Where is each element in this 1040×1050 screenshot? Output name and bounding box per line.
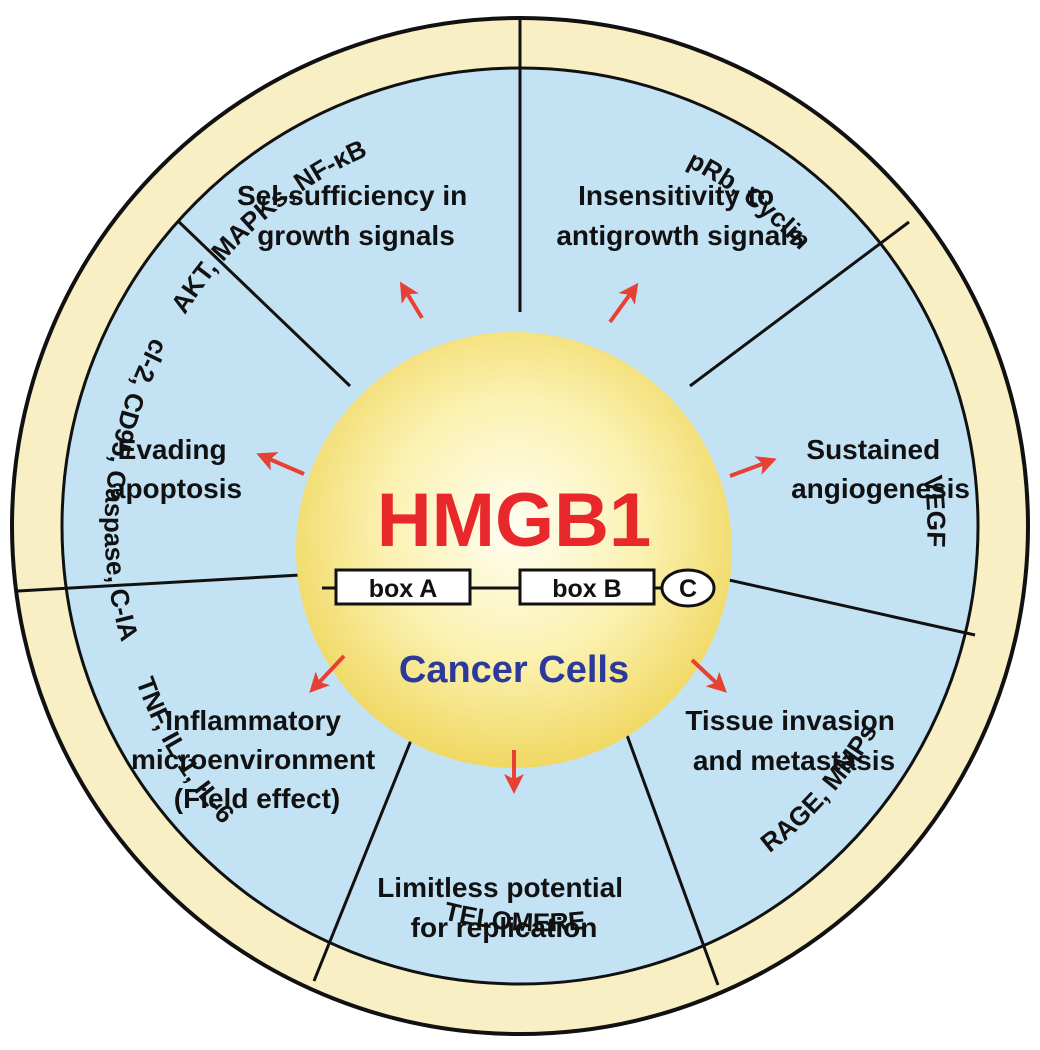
hmgb1-domain-structure: box A box B C (322, 568, 716, 608)
arrow-invasion (690, 658, 727, 693)
hallmark-labels: Sel-sufficiency in growth signals Insens… (110, 180, 970, 943)
hallmark-inflammation: Inflammatory microenvironment (Field eff… (131, 705, 383, 814)
box-b-label: box B (552, 575, 621, 603)
center-sphere (296, 332, 732, 768)
hallmark-replication: Limitless potential for replication (377, 872, 631, 943)
box-a (334, 568, 472, 606)
hallmark-antigrowth: Insensitivity to antigrowth signals (556, 180, 803, 251)
hallmark-arrows (256, 281, 777, 794)
c-terminal-label: C (679, 575, 697, 603)
hallmark-invasion: Tissue invasion and metastasis (685, 705, 902, 776)
arrow-growth (399, 281, 424, 320)
arrow-antigrowth (608, 282, 639, 324)
arrow-apoptosis (256, 452, 305, 476)
box-b (518, 568, 656, 606)
sector-dividers (17, 18, 976, 986)
arrow-inflammation (309, 654, 346, 693)
arrow-angiogenesis (729, 456, 777, 478)
hallmark-growth: Sel-sufficiency in growth signals (237, 180, 475, 251)
c-terminal-tail (660, 568, 716, 608)
center-title: HMGB1 (377, 478, 651, 563)
hallmark-angiogenesis: Sustained angiogenesis (791, 434, 970, 504)
hallmark-apoptosis: Evading apoptosis (110, 434, 242, 504)
center-subtitle: Cancer Cells (399, 649, 629, 691)
box-a-label: box A (369, 575, 438, 603)
